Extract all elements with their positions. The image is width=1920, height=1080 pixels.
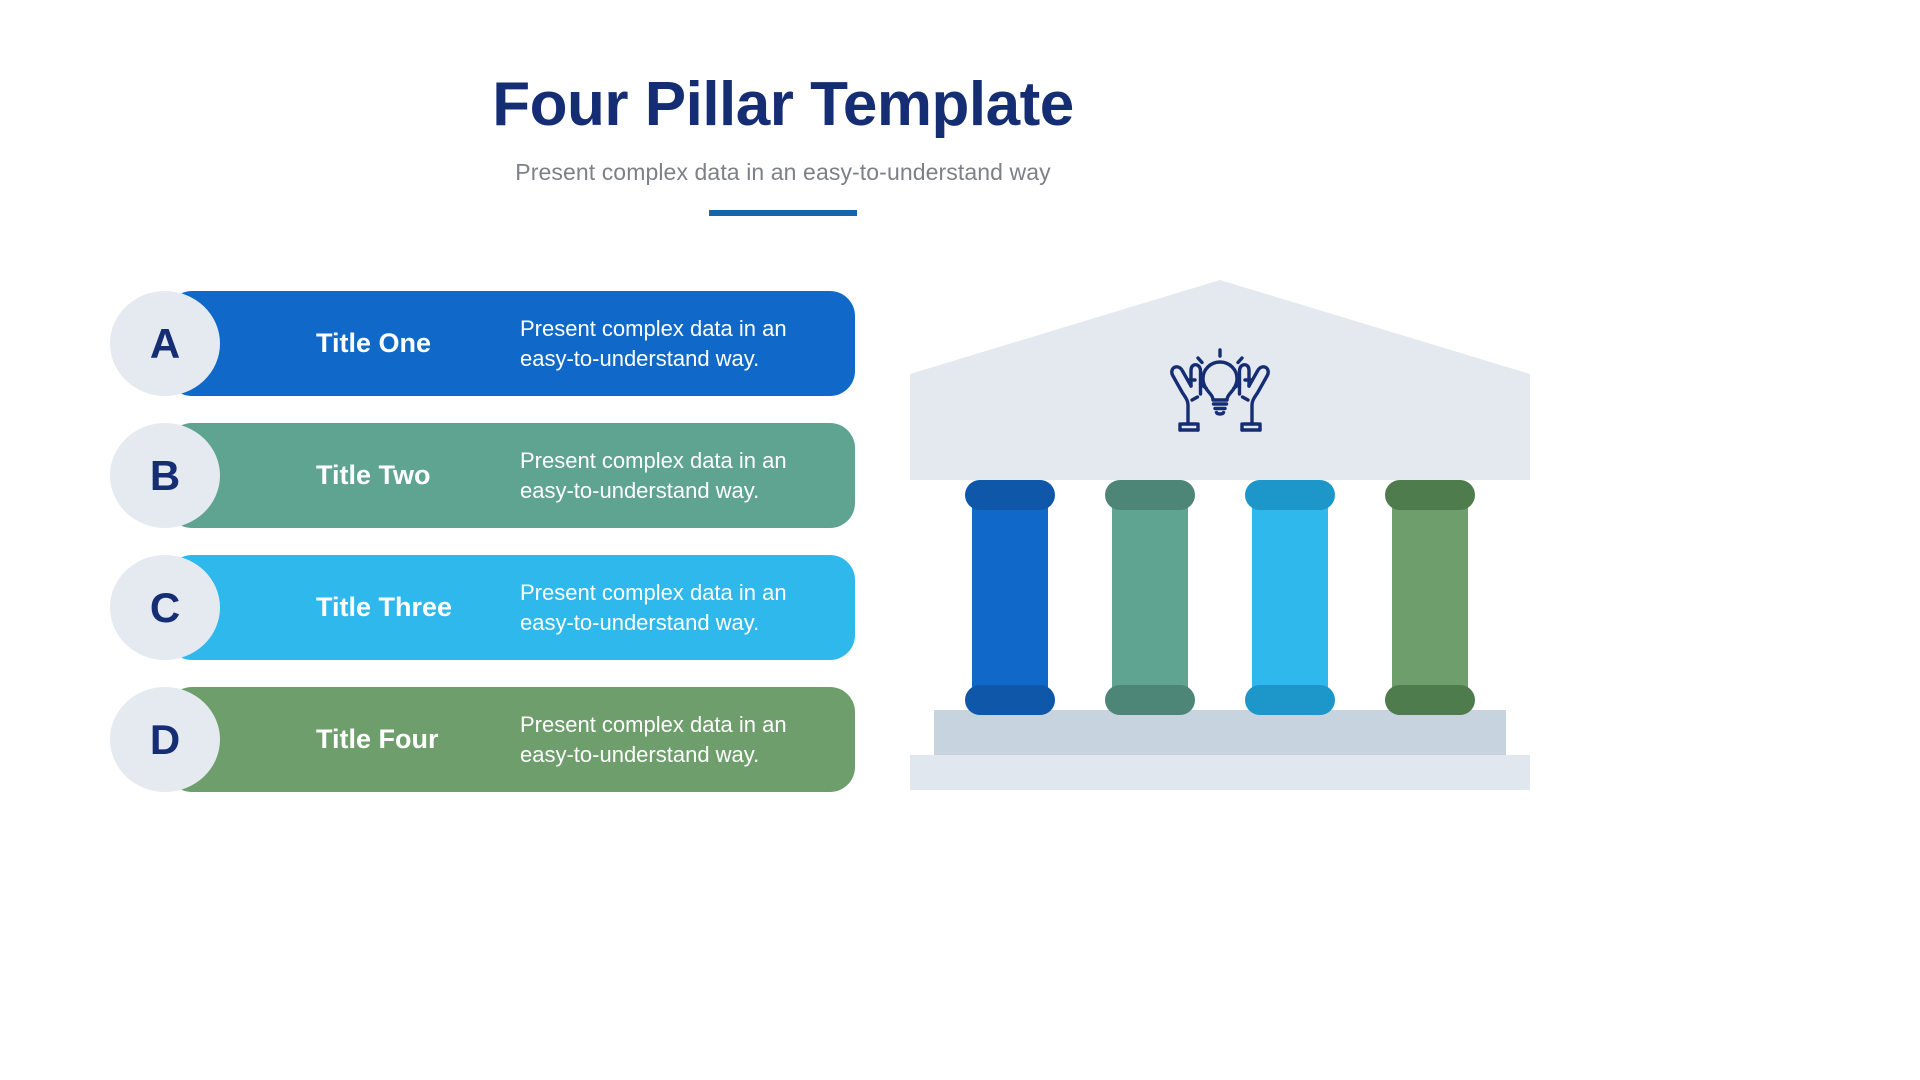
pillar-letter-a: A bbox=[149, 319, 181, 367]
temple-column-4 bbox=[1385, 480, 1475, 715]
temple-column-3-capital bbox=[1245, 480, 1335, 510]
pillar-description-c: Present complex data in an easy-to-under… bbox=[520, 580, 787, 635]
temple-column-2 bbox=[1105, 480, 1195, 715]
temple-column-1-capital bbox=[965, 480, 1055, 510]
pillar-row-d[interactable]: Title Four Present complex data in an ea… bbox=[110, 687, 855, 792]
temple-column-2-capital bbox=[1105, 480, 1195, 510]
pillar-bar-a[interactable]: Title One Present complex data in an eas… bbox=[167, 291, 855, 396]
temple-column-3-base bbox=[1245, 685, 1335, 715]
temple-step-upper bbox=[934, 710, 1506, 755]
pillar-bar-c[interactable]: Title Three Present complex data in an e… bbox=[167, 555, 855, 660]
temple-step-lower bbox=[910, 755, 1530, 790]
title-divider bbox=[709, 210, 857, 217]
pillar-letter-d: D bbox=[149, 715, 181, 763]
pillar-description-b: Present complex data in an easy-to-under… bbox=[520, 448, 787, 503]
temple-column-1-shaft bbox=[972, 495, 1048, 700]
temple-column-1 bbox=[965, 480, 1055, 715]
pillar-row-a[interactable]: Title One Present complex data in an eas… bbox=[110, 291, 855, 396]
pillar-title-d: Title Four bbox=[316, 724, 439, 754]
pillar-title-b: Title Two bbox=[316, 460, 431, 490]
pillar-badge-c: C bbox=[110, 555, 220, 660]
header: Four Pillar Template Present complex dat… bbox=[0, 0, 1566, 217]
pillar-letter-c: C bbox=[149, 583, 181, 631]
pillar-letter-b: B bbox=[149, 451, 181, 499]
temple-columns bbox=[965, 480, 1475, 715]
page-title: Four Pillar Template bbox=[492, 70, 1074, 139]
temple-column-4-shaft bbox=[1392, 495, 1468, 700]
page-subtitle: Present complex data in an easy-to-under… bbox=[515, 159, 1051, 186]
temple-column-3 bbox=[1245, 480, 1335, 715]
temple-column-4-capital bbox=[1385, 480, 1475, 510]
pillar-bar-b[interactable]: Title Two Present complex data in an eas… bbox=[167, 423, 855, 528]
temple-column-1-base bbox=[965, 685, 1055, 715]
pillar-title-c: Title Three bbox=[316, 592, 453, 622]
pillar-list: Title One Present complex data in an eas… bbox=[110, 291, 855, 819]
pillar-description-a: Present complex data in an easy-to-under… bbox=[520, 316, 787, 371]
pillar-row-b[interactable]: Title Two Present complex data in an eas… bbox=[110, 423, 855, 528]
pillar-bar-d[interactable]: Title Four Present complex data in an ea… bbox=[167, 687, 855, 792]
temple-column-2-shaft bbox=[1112, 495, 1188, 700]
pillar-title-a: Title One bbox=[316, 328, 432, 358]
temple-column-4-base bbox=[1385, 685, 1475, 715]
temple-illustration bbox=[910, 280, 1530, 805]
temple-column-3-shaft bbox=[1252, 495, 1328, 700]
pillar-row-c[interactable]: Title Three Present complex data in an e… bbox=[110, 555, 855, 660]
pillar-badge-d: D bbox=[110, 687, 220, 792]
hands-holding-lightbulb-icon bbox=[1158, 342, 1282, 434]
temple-column-2-base bbox=[1105, 685, 1195, 715]
pillar-badge-a: A bbox=[110, 291, 220, 396]
pillar-description-d: Present complex data in an easy-to-under… bbox=[520, 712, 787, 767]
pillar-badge-b: B bbox=[110, 423, 220, 528]
